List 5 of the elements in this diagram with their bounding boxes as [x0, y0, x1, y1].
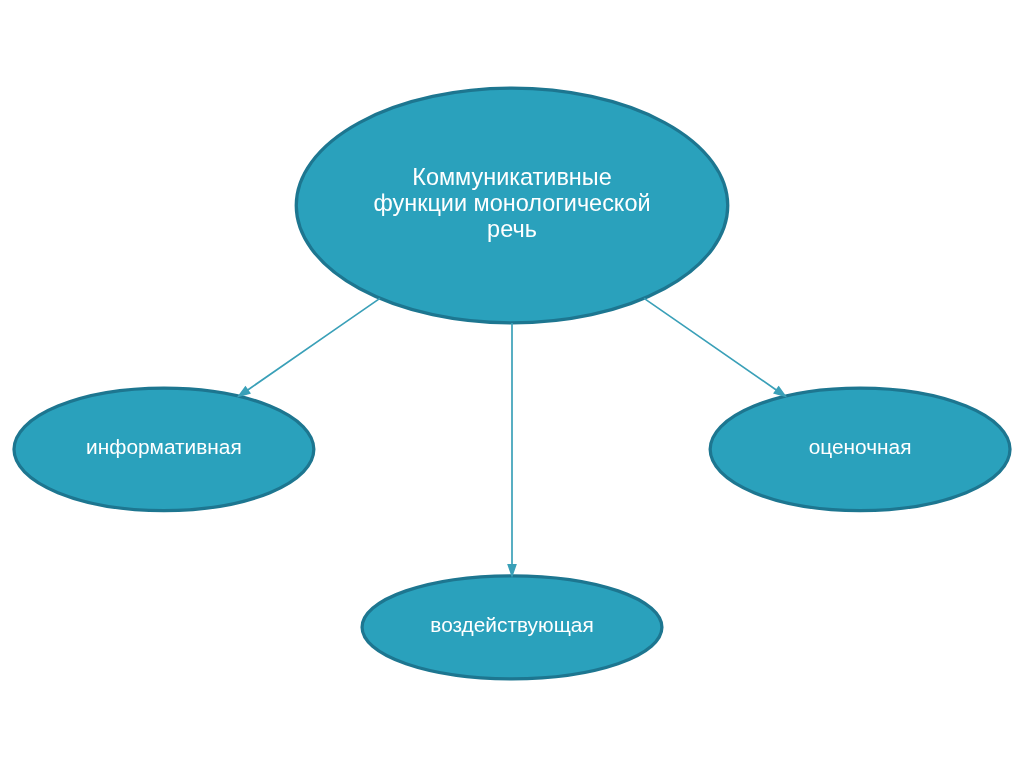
- arrow: [507, 322, 517, 578]
- arrow: [643, 297, 788, 398]
- node-ellipse: Коммуникативные функции монологической речь: [294, 86, 730, 325]
- node-ellipse: воздействующая: [360, 574, 664, 681]
- arrow: [236, 297, 381, 398]
